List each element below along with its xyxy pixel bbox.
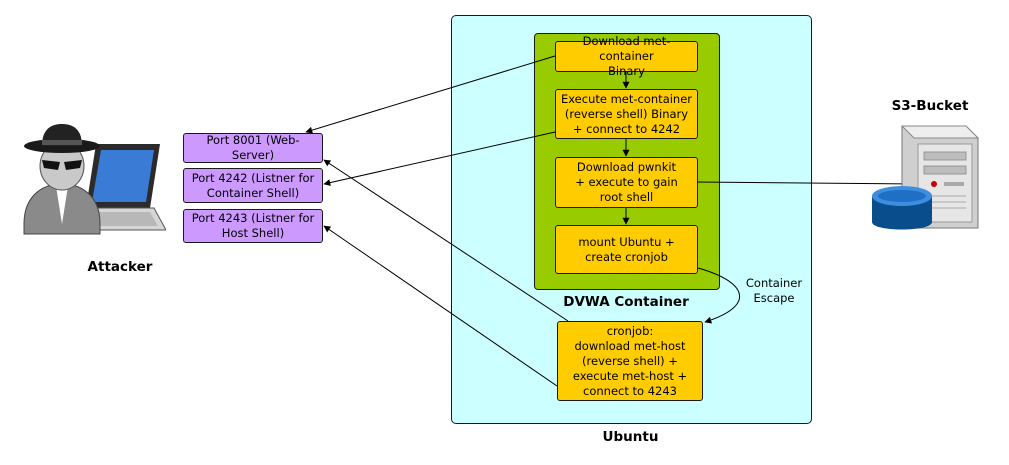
- link-cronjob-to-8001: [323, 159, 569, 322]
- s3-bucket-label: S3-Bucket: [891, 98, 969, 114]
- step-execute-met-container: Execute met-container(reverse shell) Bin…: [555, 89, 698, 139]
- link-pwnkit-to-s3: [697, 180, 919, 188]
- link-download-to-8001: [305, 55, 556, 134]
- dvwa-container-label: DVWA Container: [563, 294, 689, 310]
- link-execute-to-4242: [323, 131, 556, 187]
- spy-laptop-icon: [23, 124, 166, 235]
- step-mount-ubuntu: mount Ubuntu +create cronjob: [555, 225, 698, 274]
- link-cronjob-to-4243: [323, 225, 558, 387]
- server-database-icon: [872, 125, 980, 230]
- ubuntu-label: Ubuntu: [602, 429, 659, 445]
- attacker-label: Attacker: [87, 259, 153, 275]
- link-container-escape: [697, 267, 740, 324]
- port-8001: Port 8001 (Web-Server): [183, 133, 323, 163]
- step-cronjob-host: cronjob:download met-host(reverse shell)…: [557, 321, 703, 401]
